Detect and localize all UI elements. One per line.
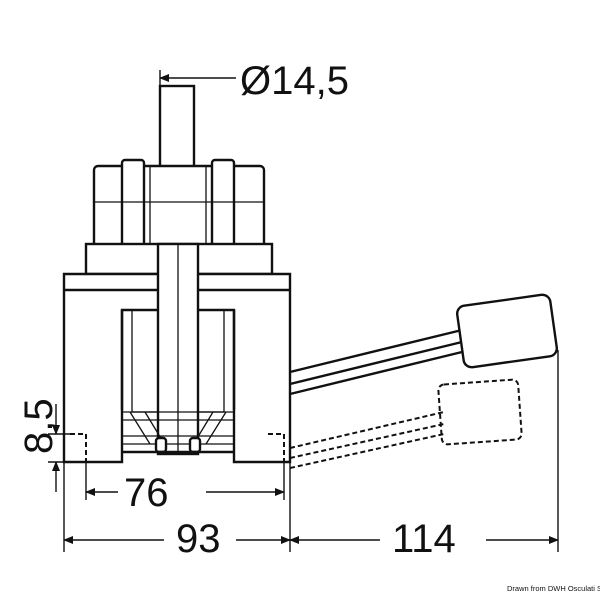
shaft [158,84,196,174]
connector-plug [455,293,559,369]
diameter-label: Ø14,5 [240,59,349,103]
height-label: 8,5 [17,398,61,454]
credit-text: Drawn from DWH Osculati Srl [507,584,600,593]
cable-with-connector [289,293,559,396]
dimension-outer-width: 93 [63,462,291,561]
connector-plug-alternate [437,378,523,446]
inner-width-label: 76 [124,471,169,515]
switch-body [62,84,292,464]
housing [62,242,292,464]
dimension-lead-length: 114 [289,350,559,561]
dimension-diameter: Ø14,5 [159,59,349,103]
dimension-height: 8,5 [17,398,72,492]
cable-alternate-position [289,378,523,469]
dimension-inner-width: 76 [85,462,285,515]
outer-width-label: 93 [176,517,221,561]
mounting-nut [92,158,266,252]
lead-length-label: 114 [392,517,456,561]
